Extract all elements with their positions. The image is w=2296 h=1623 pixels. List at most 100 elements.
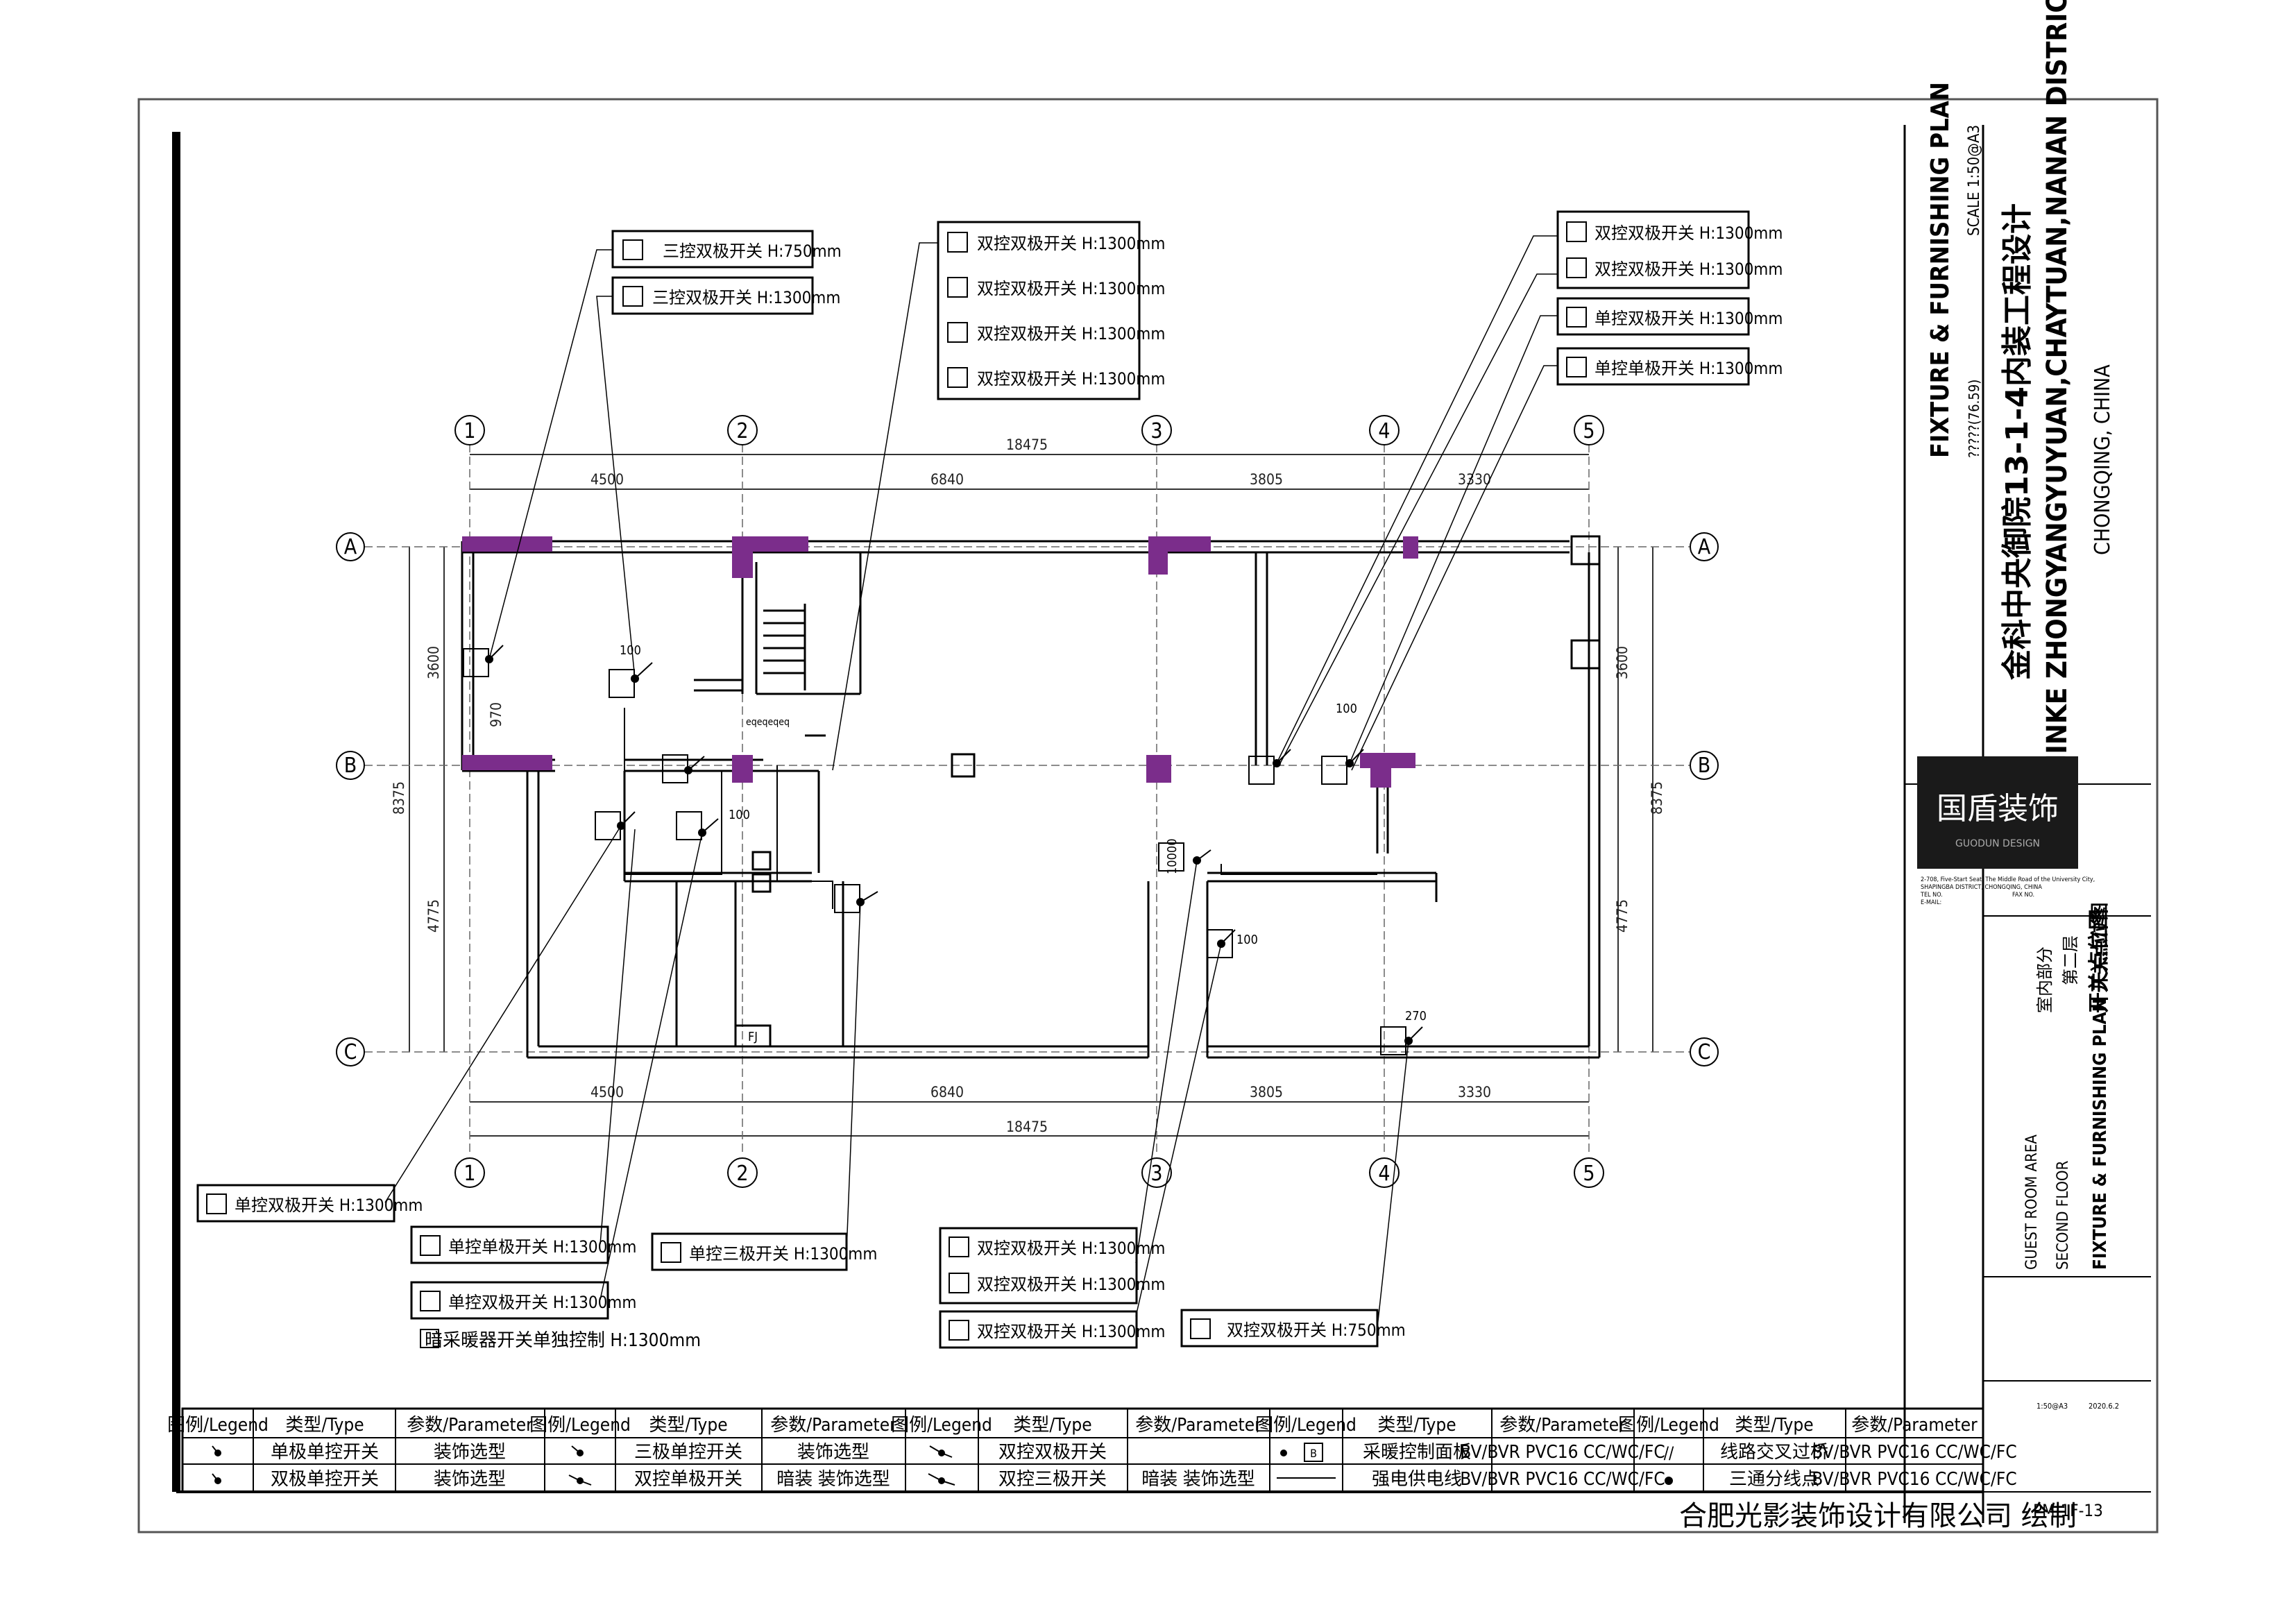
drawing-number: PM-1F-13 <box>2033 1501 2103 1520</box>
plan-scale: SCALE 1:50@A3 <box>1966 125 1983 236</box>
label-270: 270 <box>1405 1009 1427 1023</box>
legend-header: 参数/Parameter <box>407 1415 533 1436</box>
email-label: E-MAIL: <box>1921 899 1941 906</box>
grid-row-b-left: B <box>344 754 357 778</box>
legend-header: 参数/Parameter <box>1851 1415 1978 1436</box>
grid-bubbles: 1 2 3 4 5 1 2 3 4 5 A B C A B C <box>336 415 1719 1188</box>
grid-col-2-top: 2 <box>736 419 748 443</box>
grid-row-c-right: C <box>1698 1040 1711 1064</box>
callout-text: 双控双极开关 H:1300mm <box>977 324 1165 343</box>
grid-row-b-right: B <box>1698 754 1711 778</box>
legend-table: 图例/Legend 类型/Type 参数/Parameter 图例/Legend… <box>167 1407 2017 1493</box>
legend-param: BV/BVR PVC16 CC/WC/FC <box>1460 1442 1665 1463</box>
grid-col-4-top: 4 <box>1378 419 1390 443</box>
legend-header: 类型/Type <box>1735 1415 1813 1436</box>
callout-text: 双控双极开关 H:750mm <box>1227 1320 1406 1340</box>
dim-span-4: 3330 <box>1458 471 1491 488</box>
dim-span-2: 6840 <box>930 471 964 488</box>
callout-text: 单控单极开关 H:1300mm <box>448 1237 636 1257</box>
callout-text: 单控双极开关 H:1300mm <box>1595 309 1783 328</box>
company-logo-en: GUODUN DESIGN <box>1955 838 2040 849</box>
grid-col-1-bottom: 1 <box>464 1162 475 1186</box>
grid-col-4-bottom: 4 <box>1378 1162 1390 1186</box>
plan-sub: ?????(76.59) <box>1966 380 1982 458</box>
legend-header: 参数/Parameter <box>1135 1415 1261 1436</box>
label-100-c: 100 <box>1336 702 1357 716</box>
callout-text: 双控双极开关 H:1300mm <box>977 369 1165 389</box>
callout-top-left: 三控双极开关 H:750mm 三控双极开关 H:1300mm <box>611 230 842 315</box>
project-title-en2: CHONGQING, CHINA <box>2091 364 2115 555</box>
floor-cn: 第二层 <box>2061 935 2080 985</box>
project-title-en: JINKE ZHONGYANGYUYUAN,CHAYTUAN,NANAN DIS… <box>2041 0 2073 765</box>
legend-header: 参数/Parameter <box>1499 1415 1626 1436</box>
plan-heading: FIXTURE & FURNISHING PLAN <box>1926 82 1955 458</box>
footer-credit: 合肥光影装饰设计有限公司 绘制 <box>1679 1500 2077 1532</box>
scale-value: 1:50@A3 <box>2036 1402 2068 1411</box>
dim-span-1-bottom: 4500 <box>590 1084 624 1101</box>
legend-type: 双控单极开关 <box>634 1469 742 1490</box>
legend-header: 图例/Legend <box>891 1415 992 1436</box>
grid-col-2-bottom: 2 <box>736 1162 748 1186</box>
dim-overall-top: 18475 <box>1006 436 1048 453</box>
project-title-cn: 金科中央御院13-1-4内装工程设计 <box>2000 203 2035 681</box>
grid-row-a-right: A <box>1698 535 1711 559</box>
fax-label: FAX NO. <box>2012 892 2034 899</box>
callout-text: 单控单极开关 H:1300mm <box>1595 359 1783 378</box>
title-block: FIXTURE & FURNISHING PLAN ?????(76.59) S… <box>1903 0 2151 1523</box>
callout-note: 暗采暖器开关单独控制 H:1300mm <box>425 1330 701 1351</box>
callout-bottom-far-right: 双控双极开关 H:750mm <box>1180 1309 1406 1348</box>
legend-type: 三极单控开关 <box>634 1442 742 1463</box>
legend-param: 暗装 装饰选型 <box>1141 1469 1255 1490</box>
legend-param: BV/BVR PVC16 CC/WC/FC <box>1812 1469 2016 1490</box>
legend-header: 图例/Legend <box>1618 1415 1719 1436</box>
legend-header: 类型/Type <box>1013 1415 1091 1436</box>
legend-symbol-cross: // <box>1664 1443 1674 1463</box>
dim-span-3: 3805 <box>1250 471 1283 488</box>
legend-type: 双极单控开关 <box>271 1469 379 1490</box>
grid-col-3-top: 3 <box>1150 419 1162 443</box>
callout-text: 单控三极开关 H:1300mm <box>689 1244 877 1264</box>
callout-text: 双控双极开关 H:1300mm <box>977 234 1165 253</box>
grid-row-c-left: C <box>344 1040 357 1064</box>
legend-header: 图例/Legend <box>1255 1415 1357 1436</box>
callout-text: 双控双极开关 H:1300mm <box>977 1322 1165 1341</box>
legend-header: 图例/Legend <box>529 1415 631 1436</box>
callout-text: 双控双极开关 H:1300mm <box>977 1239 1165 1258</box>
dim-row-1-left: 3600 <box>425 646 442 679</box>
callout-text: 单控双极开关 H:1300mm <box>448 1293 636 1312</box>
area-en: GUEST ROOM AREA <box>2023 1135 2041 1270</box>
dimensions <box>409 454 1653 1137</box>
legend-header: 图例/Legend <box>167 1415 269 1436</box>
drawing-cn: 开关点位图 <box>2087 909 2111 1013</box>
dim-overall-bottom: 18475 <box>1006 1119 1048 1135</box>
label-10000: 10000 <box>1165 838 1180 874</box>
grid-col-5-bottom: 5 <box>1583 1162 1595 1186</box>
callout-bottom-left: 单控双极开关 H:1300mm <box>196 1184 423 1223</box>
callout-text: 双控双极开关 H:1300mm <box>977 1275 1165 1294</box>
callout-text: 三控双极开关 H:750mm <box>663 241 842 261</box>
dim-row-1-right: 3600 <box>1614 646 1631 679</box>
grid-row-a-left: A <box>344 535 357 559</box>
callout-bottom-mid: 单控单极开关 H:1300mm 单控双极开关 H:1300mm 暗采暖器开关单独… <box>410 1225 701 1351</box>
legend-type: 三通分线点 <box>1729 1469 1819 1490</box>
label-fj: FJ <box>748 1030 758 1044</box>
legend-param: 装饰选型 <box>434 1442 506 1463</box>
legend-symbol-b: B <box>1310 1447 1317 1460</box>
legend-param: BV/BVR PVC16 CC/WC/FC <box>1460 1469 1665 1490</box>
callout-text: 三控双极开关 H:1300mm <box>652 288 840 307</box>
callout-leaders <box>384 235 1558 1328</box>
dim-span-2-bottom: 6840 <box>930 1084 964 1101</box>
legend-param: 装饰选型 <box>434 1469 506 1490</box>
label-100-d: 100 <box>1236 933 1258 947</box>
switch-symbols <box>463 645 1423 1055</box>
dim-span-4-bottom: 3330 <box>1458 1084 1491 1101</box>
grid-col-5-top: 5 <box>1583 419 1595 443</box>
callout-top-center: 双控双极开关 H:1300mm 双控双极开关 H:1300mm 双控双极开关 H… <box>937 221 1165 400</box>
callout-bottom-center: 单控三极开关 H:1300mm <box>651 1232 877 1271</box>
floor-en: SECOND FLOOR <box>2055 1160 2072 1270</box>
callout-text: 双控双极开关 H:1300mm <box>1595 223 1783 243</box>
company-address2: SHAPINGBA DISTRICT, CHONGQING, CHINA <box>1921 884 2042 891</box>
grid-col-1-top: 1 <box>464 419 475 443</box>
legend-header: 类型/Type <box>1377 1415 1456 1436</box>
